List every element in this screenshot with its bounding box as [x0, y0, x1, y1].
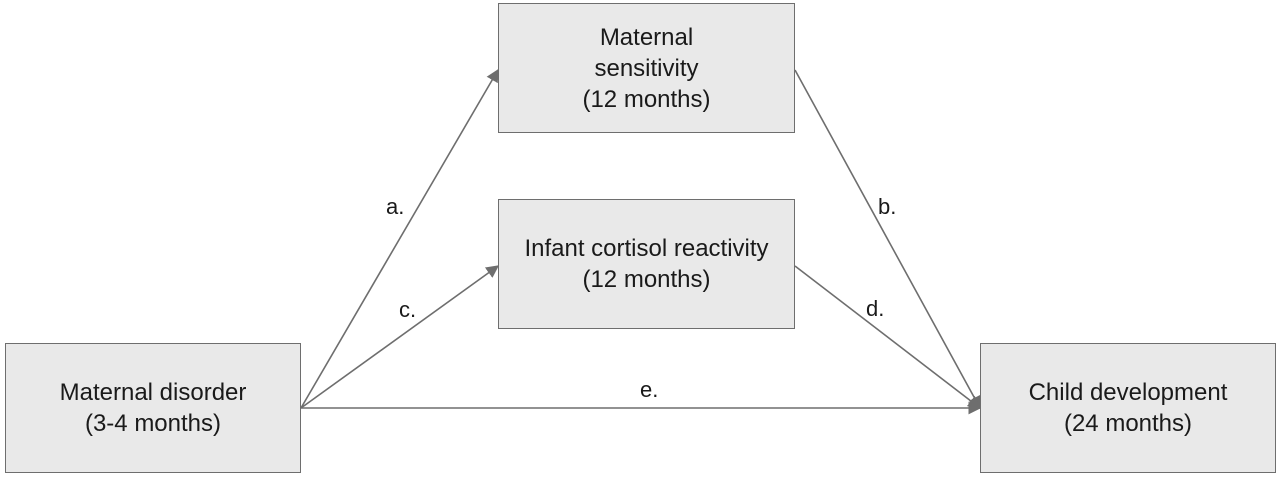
node-label-line: Infant cortisol reactivity	[524, 235, 769, 262]
node-label-line: sensitivity	[594, 54, 699, 82]
node-child-development: Child development (24 months)	[980, 343, 1276, 473]
edge-c-arrow	[300, 265, 500, 409]
node-label-line: Maternal disorder	[59, 379, 247, 406]
edge-a-arrow	[300, 68, 499, 409]
edge-label-d: d.	[866, 296, 885, 321]
edge-label-c: c.	[399, 297, 417, 322]
node-label-line: (3-4 months)	[84, 410, 222, 437]
edge-label-e: e.	[640, 377, 659, 402]
node-label-line: Child development	[1028, 379, 1228, 406]
node-label-line: (24 months)	[1063, 410, 1193, 437]
node-maternal-disorder: Maternal disorder (3-4 months)	[5, 343, 301, 473]
node-maternal-sensitivity: Maternal sensitivity (12 months)	[498, 3, 795, 133]
node-label-line: Maternal	[599, 23, 694, 51]
edge-b-arrow	[794, 69, 981, 410]
node-infant-cortisol: Infant cortisol reactivity (12 months)	[498, 199, 795, 329]
node-label-line: (12 months)	[582, 85, 711, 113]
node-label-line: (12 months)	[582, 266, 711, 293]
edge-label-b: b.	[878, 194, 897, 219]
edge-d-arrow	[794, 265, 982, 409]
edge-label-a: a.	[386, 194, 405, 219]
